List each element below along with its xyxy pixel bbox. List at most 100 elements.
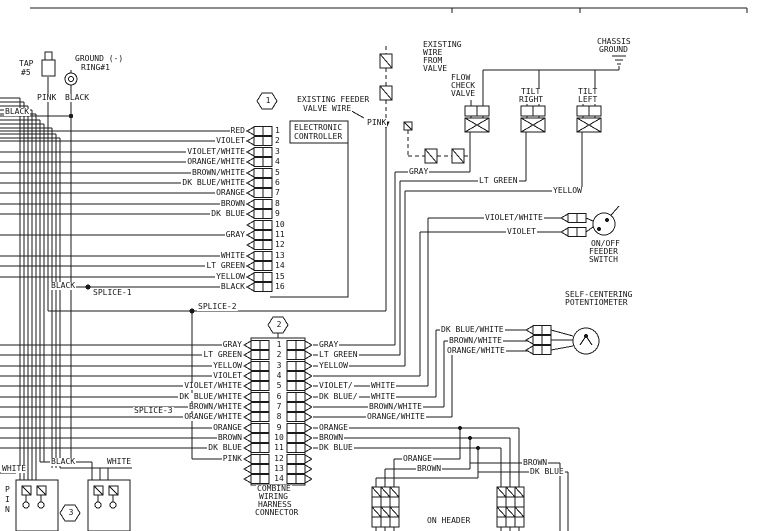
pink-wire-label: PINK [36, 93, 58, 102]
tilt-left-label-1: TILT [577, 87, 599, 96]
controller-pin-number: 13 [275, 251, 285, 260]
controller-row-wires [0, 130, 247, 288]
harness-pin-label-left: BROWN [216, 433, 243, 442]
harness-pin-label-right: LT GREEN [318, 350, 359, 359]
controller-pin-label: ORANGE/WHITE [186, 157, 246, 166]
controller-pin-number: 10 [275, 220, 285, 229]
harness-pin-label-left: VIOLET/WHITE [183, 381, 243, 390]
existing-wire-note-3: FROM [422, 56, 444, 65]
controller-pin-label: LT GREEN [205, 261, 246, 270]
white-edge-label: WHITE [1, 464, 28, 473]
harness-pin-number: 3 [276, 361, 282, 370]
tilt-left-label-2: LEFT [577, 95, 599, 104]
harness-pin-number: 7 [276, 402, 282, 411]
controller-title-2: CONTROLLER [293, 132, 344, 141]
tilt-left-valve-symbol [576, 105, 602, 133]
controller-pin-label: WHITE [219, 251, 246, 260]
yellow-wire-label: YELLOW [552, 186, 583, 195]
harness-pin-label-left: VIOLET [212, 371, 243, 380]
harness-pin-label-right: DK BLUE/ [318, 392, 359, 401]
callout-1: 1 [265, 96, 271, 105]
ring-label: RING#1 [80, 63, 111, 72]
controller-pin-number: 11 [275, 230, 285, 239]
flow-valve-label-1: FLOW [450, 73, 472, 82]
white-bottom-label: WHITE [106, 457, 133, 466]
controller-pin-number: 16 [275, 282, 285, 291]
harness-pin-number: 9 [276, 423, 282, 432]
harness-title-2: WIRING [258, 492, 289, 501]
violet-white-wire-label: VIOLET/WHITE [484, 213, 544, 222]
callout-1-hexagon [256, 92, 278, 110]
harness-pin-label-left: LT GREEN [202, 350, 243, 359]
harness-pin-label-left: ORANGE [212, 423, 243, 432]
harness-pin-number: 6 [276, 392, 282, 401]
pin-vertical-2: I [4, 495, 11, 504]
harness-pin-label-left: ORANGE/WHITE [183, 412, 243, 421]
harness-pin-label-right: GRAY [318, 340, 340, 349]
gray-wire-label: GRAY [408, 167, 430, 176]
left-harness-wires [0, 77, 72, 480]
controller-title-1: ELECTRONIC [293, 123, 344, 132]
controller-pin-number: 9 [275, 209, 280, 218]
harness-pin-label-right: ORANGE/WHITE [366, 412, 426, 421]
tilt-right-label-1: TILT [520, 87, 542, 96]
existing-wire-dashed [385, 46, 470, 157]
pot-label-2: POTENTIOMETER [564, 298, 629, 307]
header-connector-right [496, 486, 525, 528]
black-wire-label: BLACK [64, 93, 91, 102]
relay-box-b [87, 479, 131, 531]
harness-pin-label-left: YELLOW [212, 361, 243, 370]
pin-vertical-1: P [4, 485, 11, 494]
callout-2-hexagon [267, 316, 289, 334]
controller-pin-number: 5 [275, 168, 280, 177]
harness-pin-number: 11 [274, 443, 284, 452]
controller-pin-number: 15 [275, 272, 285, 281]
pink-net-wires [48, 128, 387, 460]
pot-label-1: SELF-CENTERING [564, 290, 634, 299]
harness-pin-number: 1 [276, 340, 282, 349]
harness-pin-label-left: DK BLUE [207, 443, 243, 452]
switch-label-2: FEEDER [588, 247, 619, 256]
flow-valve-label-2: CHECK [450, 81, 477, 90]
existing-wire-note-1: EXISTING [422, 40, 463, 49]
flow-valve-label-3: VALVE [450, 89, 477, 98]
harness-pin-label-right: DK BLUE [318, 443, 354, 452]
controller-pin-label: ORANGE [215, 188, 246, 197]
feeder-switch-symbol [567, 212, 616, 237]
controller-pin-number: 3 [275, 147, 280, 156]
existing-wire-note-2: WIRE [422, 48, 444, 57]
harness-pin-number: 12 [274, 454, 284, 463]
tap-label-2: #5 [20, 68, 32, 77]
harness-pin-label-right: YELLOW [318, 361, 349, 370]
controller-pin-label: VIOLET [215, 136, 246, 145]
dk-blue-wire-label: DK BLUE [529, 467, 565, 476]
harness-pin-label-left: BROWN/WHITE [188, 402, 243, 411]
harness-title-4: CONNECTOR [254, 508, 300, 517]
harness-pin-label-left: DK BLUE/WHITE [178, 392, 243, 401]
existing-wire-note-4: VALVE [422, 64, 449, 73]
controller-pin-number: 2 [275, 136, 280, 145]
ground-bus-wires [470, 55, 626, 118]
harness-pin-label-right: ORANGE [318, 423, 349, 432]
splice2-label: SPLICE-2 [197, 302, 238, 311]
page-border [30, 7, 748, 13]
pot-wire-label-3: ORANGE/WHITE [446, 346, 506, 355]
pot-wire-label-2: BROWN/WHITE [448, 336, 503, 345]
lt-green-wire-label: LT GREEN [478, 176, 519, 185]
chassis-ground-label-2: GROUND [598, 45, 629, 54]
harness-pin-label-left: GRAY [221, 340, 243, 349]
controller-pin-label: GRAY [224, 230, 246, 239]
controller-pin-label: RED [229, 126, 246, 135]
controller-pin-number: 4 [275, 157, 280, 166]
ring-terminal-symbol [64, 70, 78, 86]
controller-pin-number: 8 [275, 199, 280, 208]
harness-pin-label-right: VIOLET/ [318, 381, 354, 390]
tap-label: TAP [18, 59, 35, 68]
violet-wire-label: VIOLET [506, 227, 537, 236]
flow-check-valve-symbol [464, 105, 490, 133]
controller-pin-label: DK BLUE/WHITE [181, 178, 246, 187]
harness-pin-number: 5 [276, 381, 282, 390]
brown-wire-label-2: BROWN [522, 458, 549, 467]
